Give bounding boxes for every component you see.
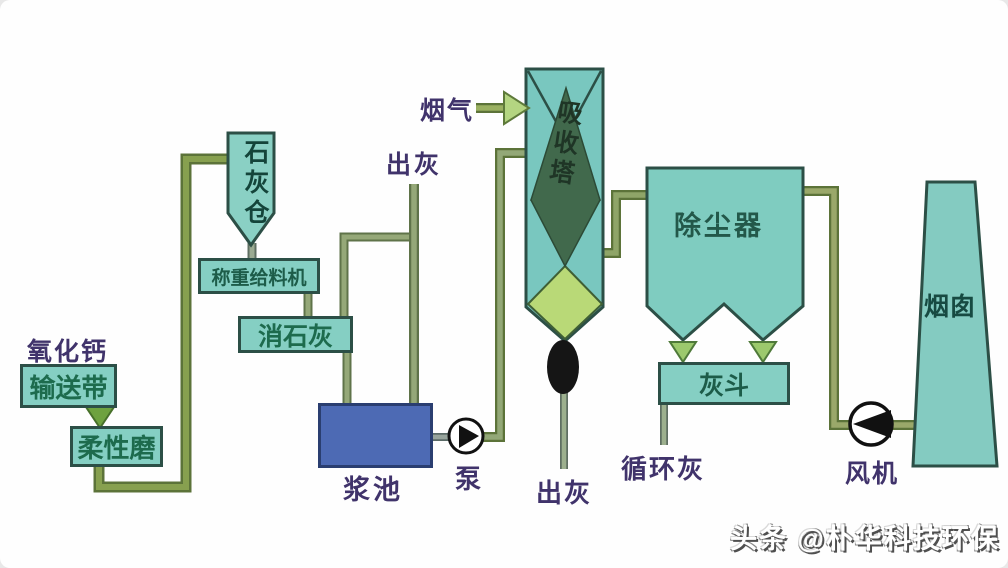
pipe-collector-to-fan xyxy=(800,186,852,430)
weighing-feeder-box: 称重给料机 xyxy=(198,258,320,294)
lime-silo-label: 石灰仓 xyxy=(241,139,269,229)
watermark-text: 头条 @朴华科技环保 xyxy=(730,524,1000,554)
slurry-pool-tank xyxy=(318,403,433,468)
conveyor-funnel xyxy=(84,406,116,430)
fan-cone xyxy=(853,410,891,438)
ash-hopper-box: 灰斗 xyxy=(658,362,790,405)
tower-inner-cone xyxy=(530,85,601,268)
flue-gas-nozzle xyxy=(503,90,531,126)
lime-silo-shape xyxy=(226,131,276,248)
hopper-valve-right xyxy=(748,341,778,364)
flexible-mill-box: 柔性磨 xyxy=(70,426,163,467)
ash-discharge-bottom-label: 出灰 xyxy=(536,478,593,508)
hopper-valve-left xyxy=(668,341,698,364)
slurry-pool-label: 浆池 xyxy=(343,475,403,505)
pipe-mill-to-silo xyxy=(93,153,232,493)
pipe-slakedlime-to-ashline xyxy=(339,232,414,318)
conveyor-belt-box: 输送带 xyxy=(20,364,117,408)
flue-gas-label: 烟气 xyxy=(420,97,475,125)
tower-bottom-diamond xyxy=(526,264,604,341)
slaked-lime-box: 消石灰 xyxy=(238,316,353,353)
flexible-mill-label: 柔性磨 xyxy=(77,433,156,463)
pipe-tower-to-collector xyxy=(600,190,650,258)
calcium-oxide-label: 氧化钙 xyxy=(27,338,109,366)
chimney-shape xyxy=(911,180,999,468)
ash-discharge-valve xyxy=(547,340,579,394)
dust-collector-label: 除尘器 xyxy=(674,211,764,241)
ash-hopper-label: 灰斗 xyxy=(698,371,749,400)
fan-label: 风机 xyxy=(845,460,900,488)
pump-label: 泵 xyxy=(455,464,482,494)
chimney-label: 烟囱 xyxy=(924,293,977,321)
weighing-feeder-label: 称重给料机 xyxy=(211,267,307,289)
circulating-ash-label: 循环灰 xyxy=(621,454,706,484)
conveyor-belt-label: 输送带 xyxy=(29,372,108,403)
dust-collector-shape xyxy=(645,166,805,343)
pump-arrow xyxy=(459,425,479,448)
slaked-lime-label: 消石灰 xyxy=(257,322,333,351)
pipe-pump-to-tower xyxy=(482,148,528,442)
ash-discharge-top-label: 出灰 xyxy=(386,151,443,179)
